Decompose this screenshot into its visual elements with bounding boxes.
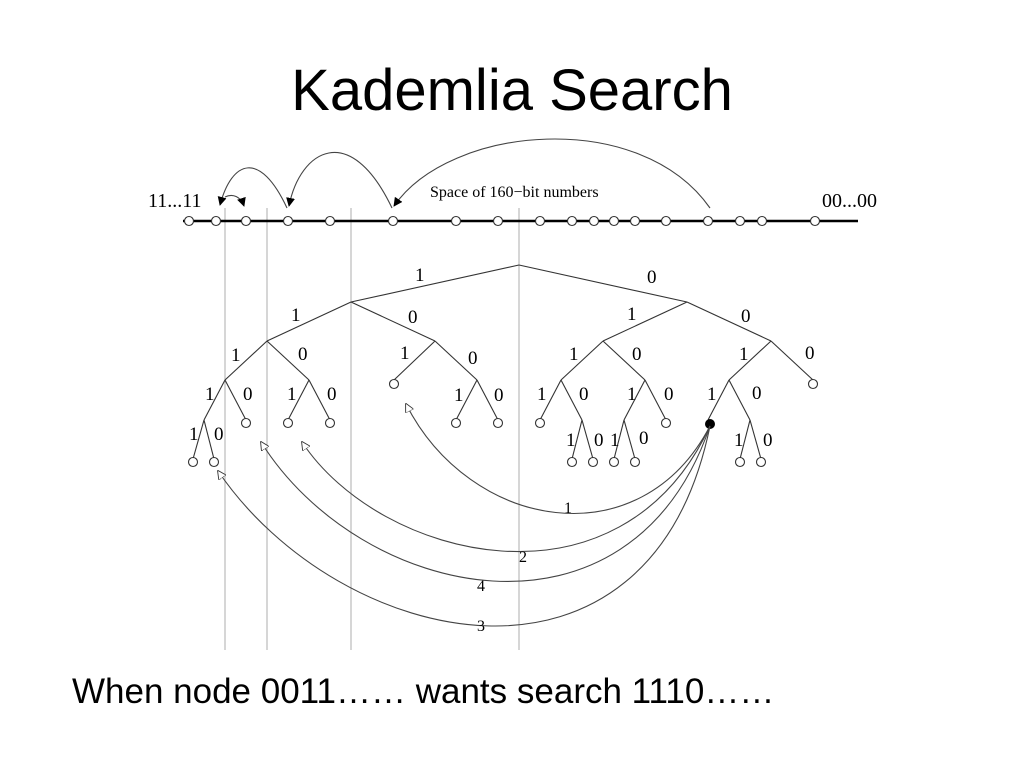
caption: When node 0011…… wants search 1110…… xyxy=(72,672,775,711)
edge-bit-label: 1 xyxy=(569,344,579,365)
edge-bit-label: 1 xyxy=(739,344,749,365)
number-line-node xyxy=(210,215,222,227)
number-line-node xyxy=(492,215,504,227)
number-line-node xyxy=(387,215,399,227)
edge-bit-label: 0 xyxy=(408,307,418,328)
slide-title: Kademlia Search xyxy=(291,58,733,123)
number-line-node xyxy=(183,215,195,227)
tree-leaf-node xyxy=(324,417,336,429)
number-line-node xyxy=(629,215,641,227)
edge-bit-label: 1 xyxy=(610,430,620,451)
edge-bit-label: 1 xyxy=(231,345,241,366)
number-line-node xyxy=(702,215,714,227)
number-line-node xyxy=(608,215,620,227)
query-step-label: 4 xyxy=(477,578,485,595)
binary-tree-edges xyxy=(192,264,814,460)
edge-bit-label: 1 xyxy=(566,430,576,451)
edge-bit-label: 0 xyxy=(243,384,253,405)
number-line-node xyxy=(734,215,746,227)
source-node xyxy=(705,419,715,429)
space-label: Space of 160−bit numbers xyxy=(430,184,599,201)
tree-leaf-node xyxy=(807,378,819,390)
edge-bit-label: 0 xyxy=(763,430,773,451)
tree-leaf-node xyxy=(608,456,620,468)
edge-bit-label: 0 xyxy=(647,267,657,288)
tree-leaf-node xyxy=(660,417,672,429)
edge-bit-label: 1 xyxy=(189,424,199,445)
tree-leaf-node xyxy=(629,456,641,468)
edge-bit-label: 0 xyxy=(214,424,224,445)
edge-bit-label: 1 xyxy=(415,265,425,286)
tree-leaf-node xyxy=(208,456,220,468)
edge-bit-label: 1 xyxy=(454,385,464,406)
tree-leaf-node xyxy=(492,417,504,429)
tree-leaf-node xyxy=(450,417,462,429)
edge-bit-label: 0 xyxy=(632,344,642,365)
tree-leaf-node xyxy=(755,456,767,468)
vertical-guide-lines xyxy=(224,208,520,650)
number-line-node xyxy=(240,215,252,227)
edge-bit-label: 1 xyxy=(537,384,547,405)
edge-bit-label: 0 xyxy=(494,385,504,406)
edge-bit-label: 1 xyxy=(707,384,717,405)
tree-leaf-node xyxy=(534,417,546,429)
edge-bit-label: 0 xyxy=(579,384,589,405)
number-line-node xyxy=(324,215,336,227)
edge-bit-label: 1 xyxy=(734,430,744,451)
tree-leaf-node xyxy=(282,417,294,429)
edge-bit-label: 0 xyxy=(741,306,751,327)
query-step-label: 2 xyxy=(519,549,527,566)
edge-bit-label: 1 xyxy=(287,384,297,405)
tree-leaf-node xyxy=(187,456,199,468)
tree-leaf-node xyxy=(734,456,746,468)
edge-bit-label: 1 xyxy=(627,384,637,405)
tree-leaf-node xyxy=(587,456,599,468)
query-step-label: 3 xyxy=(477,618,485,635)
tree-leaf-node xyxy=(566,456,578,468)
edge-bit-label: 0 xyxy=(664,384,674,405)
edge-bit-label: 0 xyxy=(594,430,604,451)
edge-bit-label: 0 xyxy=(752,383,762,404)
edge-bit-label: 1 xyxy=(400,343,410,364)
lookup-hops-on-line xyxy=(217,138,711,209)
number-line-node xyxy=(756,215,768,227)
edge-bit-label: 0 xyxy=(327,384,337,405)
left-end-label: 11...11 xyxy=(148,190,202,212)
edge-bit-label: 0 xyxy=(468,348,478,369)
number-line-node xyxy=(450,215,462,227)
query-arcs xyxy=(218,404,711,627)
number-line-node xyxy=(660,215,672,227)
edge-bit-label: 0 xyxy=(298,344,308,365)
edge-bit-label: 0 xyxy=(805,343,815,364)
tree-leaf-node xyxy=(388,378,400,390)
number-line-node xyxy=(809,215,821,227)
number-line-node xyxy=(282,215,294,227)
edge-bit-label: 0 xyxy=(639,428,649,449)
query-step-label: 1 xyxy=(564,500,572,517)
number-line-nodes xyxy=(183,215,821,227)
right-end-label: 00...00 xyxy=(822,190,877,212)
tree-leaf-node xyxy=(240,417,252,429)
number-line-node xyxy=(534,215,546,227)
edge-bit-label: 1 xyxy=(205,384,215,405)
edge-bit-label: 1 xyxy=(291,305,301,326)
edge-bit-label: 1 xyxy=(627,304,637,325)
tree-leaf-nodes xyxy=(187,378,819,468)
number-line-node xyxy=(566,215,578,227)
number-line-node xyxy=(588,215,600,227)
